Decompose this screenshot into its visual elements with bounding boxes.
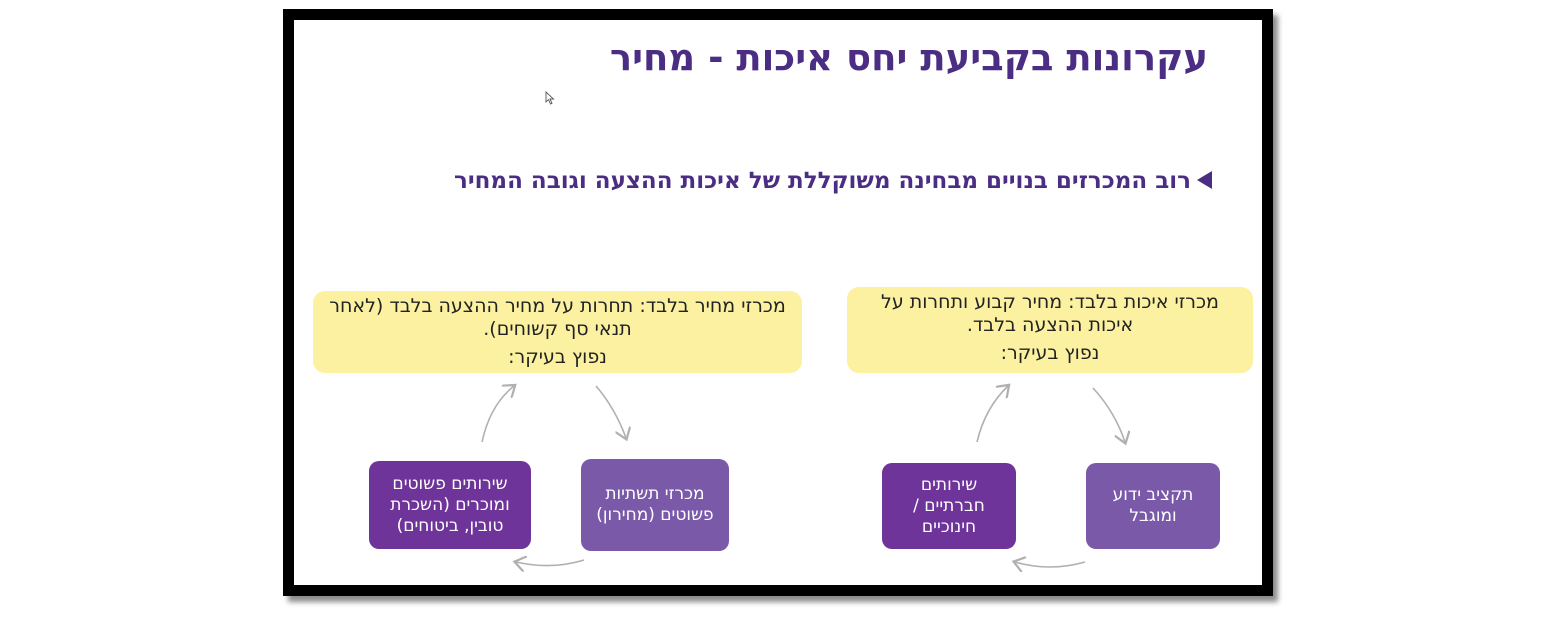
cursor-arrow-icon	[545, 91, 555, 105]
bullet-text: רוב המכרזים בנויים מבחינה משוקללת של איכ…	[454, 168, 1191, 194]
social-services-box: שירותים חברתיים / חינוכיים	[882, 463, 1016, 549]
known-budget-box: תקציב ידוע ומוגבל	[1086, 463, 1220, 549]
price-only-heading: מכרזי מחיר בלבד: תחרות על מחיר ההצעה בלב…	[329, 295, 786, 340]
bullet-point: רוב המכרזים בנויים מבחינה משוקללת של איכ…	[390, 164, 1212, 198]
play-triangle-icon	[1197, 170, 1212, 189]
infrastructure-tenders-box: מכרזי תשתיות פשוטים (מחירון)	[581, 459, 729, 551]
quality-only-sub: נפוץ בעיקר:	[1000, 342, 1100, 364]
price-only-sub: נפוץ בעיקר:	[508, 346, 607, 368]
slide-title: עקרונות בקביעת יחס איכות - מחיר	[609, 36, 1208, 79]
price-only-box: מכרזי מחיר בלבד: תחרות על מחיר ההצעה בלב…	[313, 291, 802, 373]
quality-only-heading: מכרזי איכות בלבד: מחיר קבוע ותחרות על אי…	[881, 291, 1219, 336]
quality-only-box: מכרזי איכות בלבד: מחיר קבוע ותחרות על אי…	[847, 287, 1253, 373]
simple-services-box: שירותים פשוטים ומוכרים (השכרת טובין, ביט…	[369, 461, 531, 549]
